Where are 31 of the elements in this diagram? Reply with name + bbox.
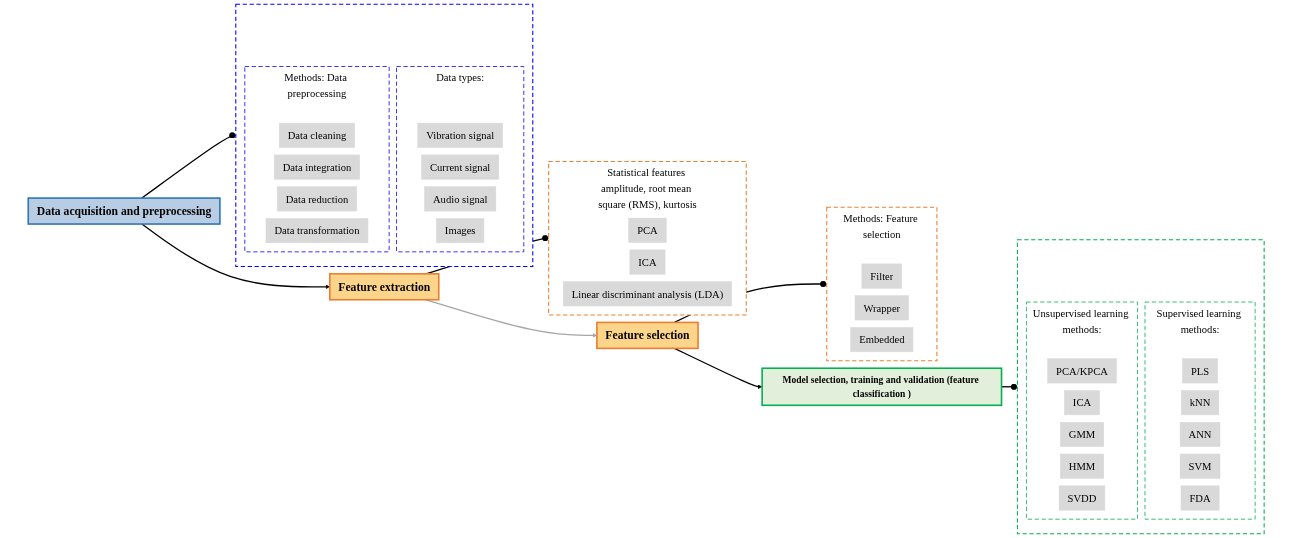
node-box: GMM xyxy=(1059,422,1104,447)
arrow xyxy=(141,223,330,290)
node-box: Audio signal xyxy=(424,186,496,212)
node-box: ANN xyxy=(1179,422,1221,447)
node-box: Embedded xyxy=(850,327,914,353)
node-box: SVM xyxy=(1179,453,1221,479)
node-box: PCA xyxy=(628,217,667,243)
node-box: PLS xyxy=(1182,358,1218,384)
node-box: Model selection, training and validation (feature classification ) xyxy=(761,367,1003,407)
node-box: Filter xyxy=(861,263,902,289)
cluster xyxy=(1016,239,1265,535)
node-box: FDA xyxy=(1180,485,1220,511)
node-box: Wrapper xyxy=(854,295,909,321)
node-box: Feature selection xyxy=(595,321,699,350)
node-box: HMM xyxy=(1059,453,1104,479)
node-box: Data transformation xyxy=(265,218,368,244)
node-box: SVDD xyxy=(1058,485,1105,511)
node-box: Current signal xyxy=(421,154,499,180)
node-box: Vibration signal xyxy=(417,122,503,148)
node-box: Data cleaning xyxy=(278,122,355,148)
node-box: kNN xyxy=(1180,390,1219,416)
node-box: Linear discriminant analysis (LDA) xyxy=(562,281,732,307)
node-box: ICA xyxy=(629,249,666,275)
node-box: Feature extraction xyxy=(328,273,440,301)
node-box: Data reduction xyxy=(276,186,357,212)
node-box: Data acquisition and preprocessing xyxy=(27,197,221,225)
cluster xyxy=(235,3,534,267)
node-box: PCA/KPCA xyxy=(1047,358,1117,384)
node-box: ICA xyxy=(1063,390,1100,416)
node-box: Images xyxy=(435,218,484,244)
node-box: Data integration xyxy=(273,154,360,180)
